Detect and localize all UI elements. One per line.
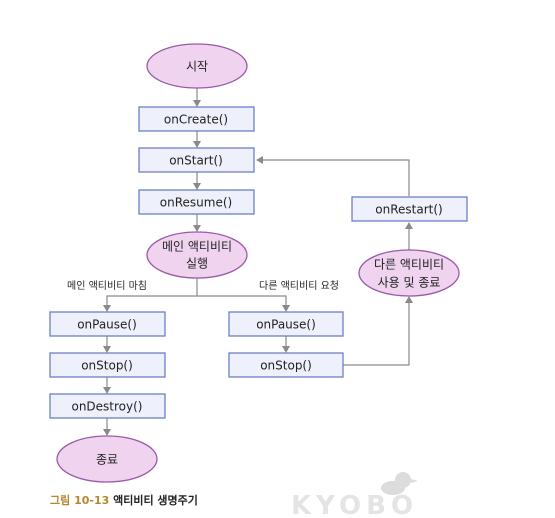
node-end: 종료 (56, 435, 158, 483)
edge-running-pause-left (106, 278, 198, 306)
bird-icon (381, 472, 418, 495)
node-on-pause-right: onPause() (228, 311, 344, 337)
arrow-icon (193, 141, 201, 148)
node-on-start: onStart() (138, 147, 255, 173)
node-on-stop-right: onStop() (228, 352, 344, 378)
arrow-icon (405, 222, 413, 229)
arrow-icon (256, 156, 263, 164)
arrow-icon (282, 346, 290, 353)
node-on-stop-left-label: onStop() (81, 359, 133, 373)
node-end-label: 종료 (96, 453, 118, 467)
edge-label-main-finish: 메인 액티비티 마침 (67, 280, 147, 292)
arrow-icon (193, 183, 201, 190)
figure-caption-number: 그림 10-13 (50, 494, 110, 507)
node-on-pause-left-label: onPause() (77, 318, 137, 332)
figure-caption-title: 액티비티 생명주기 (113, 494, 198, 507)
node-other-activity-label-line2: 사용 및 종료 (378, 276, 441, 290)
watermark-logo: KYOBO (291, 472, 418, 518)
node-on-resume: onResume() (138, 189, 255, 215)
arrow-icon (103, 305, 111, 312)
watermark-text: KYOBO (291, 491, 418, 518)
arrow-icon (193, 100, 201, 107)
node-start-label: 시작 (186, 60, 208, 74)
figure-caption: 그림 10-13 액티비티 생명주기 (50, 492, 198, 508)
node-on-pause-right-label: onPause() (256, 318, 316, 332)
connectors (103, 88, 413, 436)
node-on-start-label: onStart() (169, 154, 223, 168)
node-running-label-line2: 실행 (186, 256, 208, 271)
edge-running-pause-right (197, 295, 287, 306)
arrow-icon (103, 429, 111, 436)
node-running: 메인 액티비티 실행 (146, 231, 248, 279)
edge-label-other-request: 다른 액티비티 요청 (259, 280, 339, 292)
node-running-label-line1: 메인 액티비티 (162, 240, 232, 254)
node-on-destroy: onDestroy() (49, 393, 166, 419)
node-on-pause-left: onPause() (49, 311, 166, 337)
node-on-resume-label: onResume() (160, 196, 232, 210)
arrow-icon (405, 296, 413, 303)
arrow-icon (103, 346, 111, 353)
arrow-icon (282, 305, 290, 312)
edge-restart-start (262, 159, 410, 196)
arrow-icon (193, 225, 201, 232)
node-other-activity-label-line1: 다른 액티비티 (374, 258, 444, 272)
node-on-restart-label: onRestart() (375, 203, 442, 217)
node-on-destroy-label: onDestroy() (71, 400, 142, 414)
arrow-icon (103, 387, 111, 394)
node-on-restart: onRestart() (351, 196, 468, 222)
node-on-create: onCreate() (138, 106, 255, 132)
edge-stop-other (343, 302, 410, 366)
node-on-create-label: onCreate() (164, 113, 228, 127)
node-on-stop-right-label: onStop() (260, 359, 312, 373)
node-start: 시작 (146, 43, 248, 89)
node-on-stop-left: onStop() (49, 352, 166, 378)
node-other-activity: 다른 액티비티 사용 및 종료 (358, 249, 460, 297)
